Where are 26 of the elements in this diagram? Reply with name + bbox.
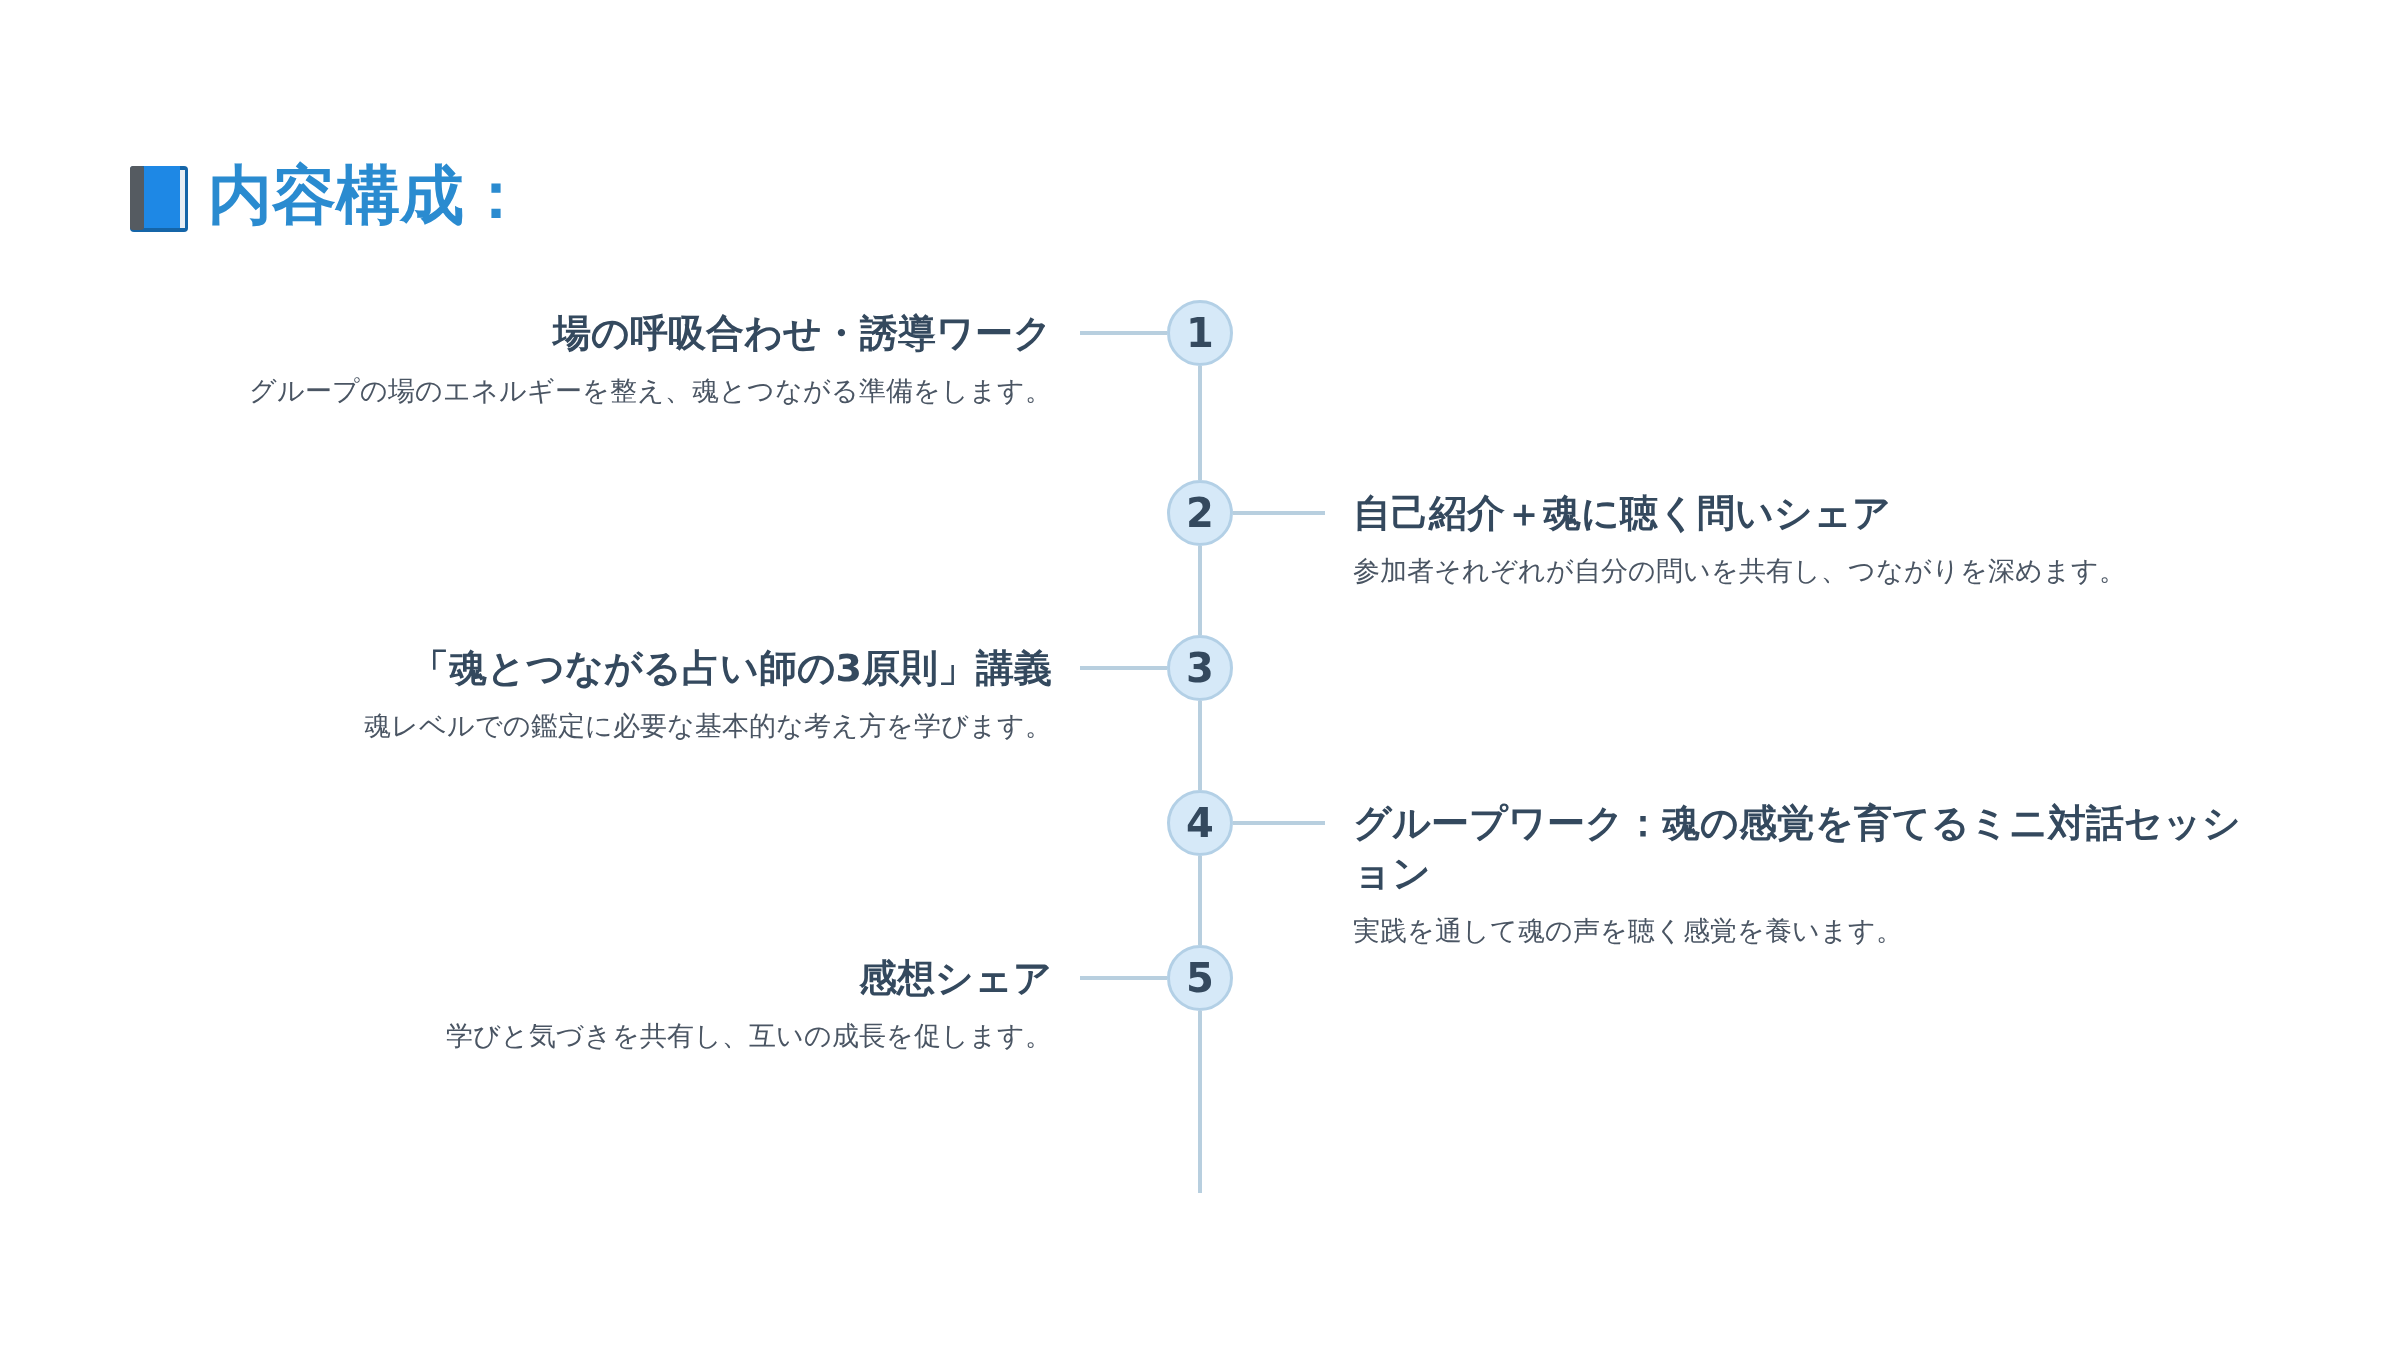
step-heading: 「魂とつながる占い師の3原則」講義 bbox=[409, 645, 1052, 692]
connector-line bbox=[1233, 511, 1325, 515]
step-description: 実践を通して魂の声を聴く感覚を養います。 bbox=[1353, 914, 1904, 948]
connector-line bbox=[1233, 821, 1325, 825]
timeline-line bbox=[1198, 546, 1202, 635]
step-heading: 自己紹介＋魂に聴く問いシェア bbox=[1353, 490, 1892, 537]
step-circle: 4 bbox=[1167, 790, 1233, 856]
connector-line bbox=[1080, 666, 1167, 670]
step-heading: 感想シェア bbox=[858, 955, 1052, 1002]
step-description: 魂レベルでの鑑定に必要な基本的な考え方を学びます。 bbox=[363, 709, 1052, 743]
step-description: 参加者それぞれが自分の問いを共有し、つながりを深めます。 bbox=[1353, 554, 2127, 588]
connector-line bbox=[1080, 331, 1167, 335]
step-circle: 5 bbox=[1167, 945, 1233, 1011]
connector-line bbox=[1080, 976, 1167, 980]
timeline-line bbox=[1198, 856, 1202, 945]
timeline-line bbox=[1198, 1011, 1202, 1193]
timeline-line bbox=[1198, 366, 1202, 480]
step-circle: 3 bbox=[1167, 635, 1233, 701]
timeline-line bbox=[1198, 701, 1202, 790]
step-description: 学びと気づきを共有し、互いの成長を促します。 bbox=[445, 1019, 1052, 1053]
step-circle: 1 bbox=[1167, 300, 1233, 366]
step-circle: 2 bbox=[1167, 480, 1233, 546]
step-heading: 場の呼吸合わせ・誘導ワーク bbox=[551, 310, 1052, 357]
title: 内容構成： bbox=[208, 157, 528, 234]
step-description: グループの場のエネルギーを整え、魂とつながる準備をします。 bbox=[248, 374, 1052, 408]
step-heading: グループワーク：魂の感覚を育てるミニ対話セッション bbox=[1353, 800, 2242, 897]
